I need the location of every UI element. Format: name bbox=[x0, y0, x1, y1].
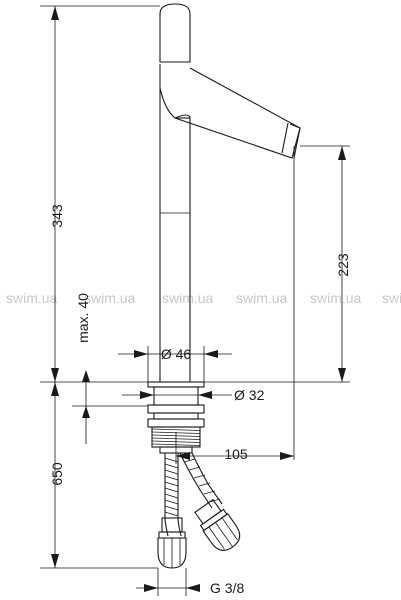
connector-right bbox=[194, 498, 241, 551]
faucet-spout bbox=[159, 64, 301, 159]
watermark-2: swim.ua bbox=[84, 290, 136, 306]
dim-hose-length-label: 650 bbox=[49, 462, 65, 486]
hoses bbox=[157, 452, 241, 569]
dim-thread-diameter-label: Ø 32 bbox=[234, 387, 265, 403]
dim-spout-height-label: 223 bbox=[335, 253, 351, 277]
dim-connection: G 3/8 bbox=[136, 568, 244, 596]
faucet-body bbox=[86, 3, 350, 388]
watermark-3: swim.ua bbox=[162, 290, 214, 306]
dim-base-diameter: Ø 46 bbox=[118, 346, 232, 382]
faucet-column bbox=[159, 88, 191, 382]
faucet-handle bbox=[159, 3, 191, 63]
hose-left bbox=[164, 453, 169, 537]
watermark-6: swi bbox=[382, 290, 401, 306]
dim-connection-label: G 3/8 bbox=[210, 580, 244, 596]
dim-hose-length: 650 bbox=[40, 382, 158, 569]
dim-base-diameter-label: Ø 46 bbox=[161, 346, 192, 362]
dim-spout-reach: 105 bbox=[175, 432, 294, 464]
dim-max-thickness: max. 40 bbox=[72, 293, 148, 444]
watermark-5: swim.ua bbox=[310, 290, 362, 306]
dim-total-height: 343 bbox=[40, 5, 160, 383]
watermark-1: swim.ua bbox=[6, 290, 58, 306]
watermark-row: swim.ua swim.ua swim.ua swim.ua swim.ua … bbox=[6, 290, 401, 306]
dim-spout-height: 223 bbox=[300, 145, 351, 382]
dim-thread-diameter: Ø 32 bbox=[122, 387, 265, 403]
dim-max-thickness-label: max. 40 bbox=[75, 293, 91, 343]
dim-spout-reach-label: 105 bbox=[224, 446, 248, 462]
dim-total-height-label: 343 bbox=[49, 204, 65, 228]
faucet-base bbox=[147, 381, 205, 388]
watermark-4: swim.ua bbox=[236, 290, 288, 306]
